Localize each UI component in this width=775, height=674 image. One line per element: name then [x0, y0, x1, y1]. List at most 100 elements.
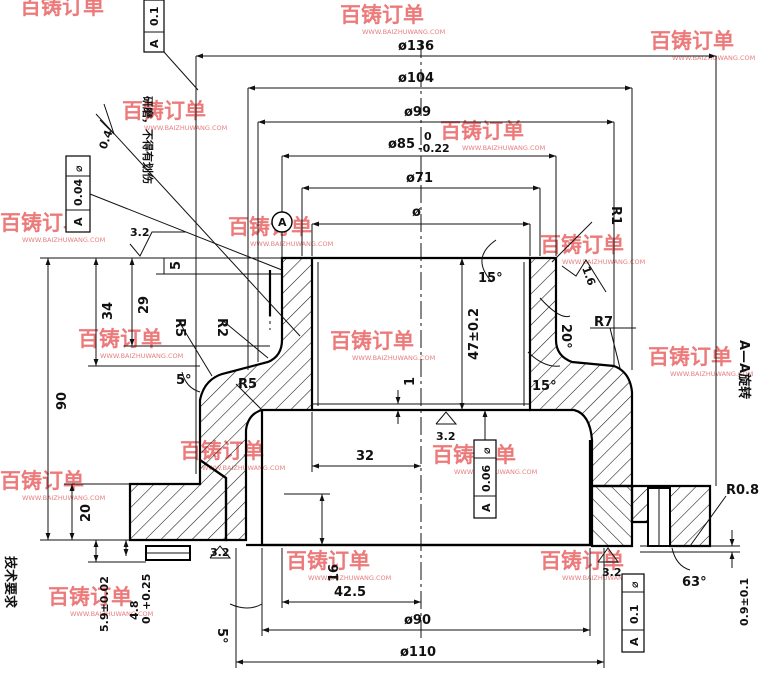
dim-h20: 20 [64, 483, 130, 540]
dim-d136-text: ø136 [398, 39, 434, 54]
watermark-url: WWW.BAIZHUWANG.COM [100, 352, 183, 360]
roughness-1-6: 1.6 [561, 259, 607, 293]
dim-h5-text: 5 [169, 261, 184, 270]
dim-h16-text: 16 [327, 564, 342, 582]
angle-63: 63° [682, 575, 707, 590]
tolerance-frame-top: 0.1 A [143, 0, 165, 53]
radius-r5: R5 [172, 318, 187, 337]
roughness-3-2-center: 3.2 [435, 411, 458, 443]
roughness-3-2-right: 3.2 [597, 547, 622, 579]
watermark: 百铸订单 [20, 0, 104, 19]
watermark-brand: 百铸订单 [20, 0, 104, 19]
watermark-brand: 百铸订单 [228, 215, 312, 239]
dim-h5: 5 [156, 258, 282, 275]
radius-r5b: R5 [238, 377, 257, 392]
watermark-brand: 百铸订单 [78, 327, 162, 351]
svg-text:3.2: 3.2 [436, 430, 456, 443]
watermark-url: WWW.BAIZHUWANG.COM [362, 28, 445, 36]
dim-h5-9: 5.9±0.02 [88, 540, 146, 632]
svg-text:1.6: 1.6 [579, 265, 598, 288]
watermark-brand: 百铸订单 [48, 585, 132, 609]
dim-d136: ø136 [195, 39, 717, 486]
watermark-url: WWW.BAIZHUWANG.COM [308, 574, 391, 582]
svg-text:A: A [148, 39, 161, 48]
note-tech-req: 技术要求 [2, 556, 18, 609]
dim-d90-text: ø90 [404, 613, 431, 628]
watermark-brand: 百铸订单 [540, 549, 624, 573]
dim-h5-9-text: 5.9±0.02 [98, 576, 111, 632]
roughness-3-2-top: 3.2 [129, 226, 186, 257]
radius-r0-8: R0.8 [726, 483, 759, 498]
dim-bore-len: 47±0.2 [459, 258, 482, 410]
dim-d110-text: ø110 [400, 645, 436, 660]
watermark-brand: 百铸订单 [122, 99, 206, 123]
watermark-brand: 百铸订单 [340, 3, 424, 27]
leader-lines [89, 51, 301, 337]
roughness-3-2-bottom: 3.2 [209, 545, 232, 559]
note-section-view: A—A旋转 [736, 340, 752, 399]
svg-text:3.2: 3.2 [210, 546, 230, 559]
dim-w42-5-text: 42.5 [334, 585, 366, 600]
radius-labels: R1 R2 R5 R5 R7 R0.8 [172, 206, 759, 547]
svg-text:⌀: ⌀ [628, 581, 641, 588]
dim-w32: 32 [311, 412, 421, 472]
watermark-url: WWW.BAIZHUWANG.COM [562, 258, 645, 266]
groove-left [145, 545, 191, 561]
angle-labels: 15° 20° 15° 5° 5° 63° [176, 239, 707, 644]
note-lapping: 研磨，不得有划伤 [141, 96, 155, 184]
svg-text:3.2: 3.2 [130, 226, 150, 239]
dim-d99: ø99 [257, 105, 615, 366]
dim-h4-8: 4.8 +0.25 0 [123, 540, 153, 624]
radius-r2: R2 [214, 318, 229, 337]
dim-h1-text: 1 [403, 377, 418, 386]
section-right-hub [528, 256, 634, 488]
dim-h34-text: 34 [101, 302, 116, 320]
section-right-lower [590, 484, 634, 548]
dim-w42-5: 42.5 [281, 548, 421, 608]
dim-bore-text: ø [412, 205, 421, 220]
tolerance-frame-left: ⌀ 0.04 A [65, 155, 91, 233]
svg-text:⌀: ⌀ [480, 447, 493, 454]
dim-d85-text: ø85 [388, 137, 415, 152]
watermark-url: WWW.BAIZHUWANG.COM [462, 144, 545, 152]
dim-d85: ø85 0 -0.22 [281, 130, 557, 256]
datum-a-marker: A [268, 211, 293, 316]
dim-h4-8-tol-lower: 0 [140, 616, 153, 624]
watermark-brand: 百铸订单 [650, 29, 734, 53]
dim-h90-text: 90 [55, 392, 70, 410]
dim-bore: ø [311, 205, 531, 256]
dim-h20-text: 20 [79, 504, 94, 522]
svg-text:3.2: 3.2 [602, 566, 622, 579]
watermark-url: WWW.BAIZHUWANG.COM [670, 370, 753, 378]
watermark-brand: 百铸订单 [330, 329, 414, 353]
dim-h34: 34 [88, 258, 200, 367]
dim-d104-text: ø104 [398, 71, 434, 86]
section-left-flange [128, 457, 228, 542]
watermark-brand: 百铸订单 [286, 549, 370, 573]
angle-15-top: 15° [478, 271, 503, 286]
watermark-url: WWW.BAIZHUWANG.COM [22, 236, 105, 244]
dim-d104: ø104 [247, 71, 633, 370]
svg-text:0.04: 0.04 [72, 179, 85, 206]
dim-h0-9-text: 0.9±0.1 [738, 578, 751, 626]
dim-d71-text: ø71 [406, 171, 433, 186]
roughness-0-4: 0.4 [97, 103, 116, 151]
tolerance-frame-center: ⌀ 0.06 A [473, 410, 497, 519]
groove-right [647, 487, 671, 547]
dim-h29-text: 29 [137, 296, 152, 314]
svg-text:0.4: 0.4 [97, 128, 116, 151]
svg-text:A: A [480, 503, 493, 512]
radius-r7: R7 [594, 315, 613, 330]
dim-h16: 16 [284, 493, 342, 582]
watermark-brand: 百铸订单 [0, 469, 84, 493]
dim-d85-tol-lower: -0.22 [418, 142, 450, 155]
svg-text:A: A [628, 637, 641, 646]
dim-h90: 90 [40, 257, 282, 541]
